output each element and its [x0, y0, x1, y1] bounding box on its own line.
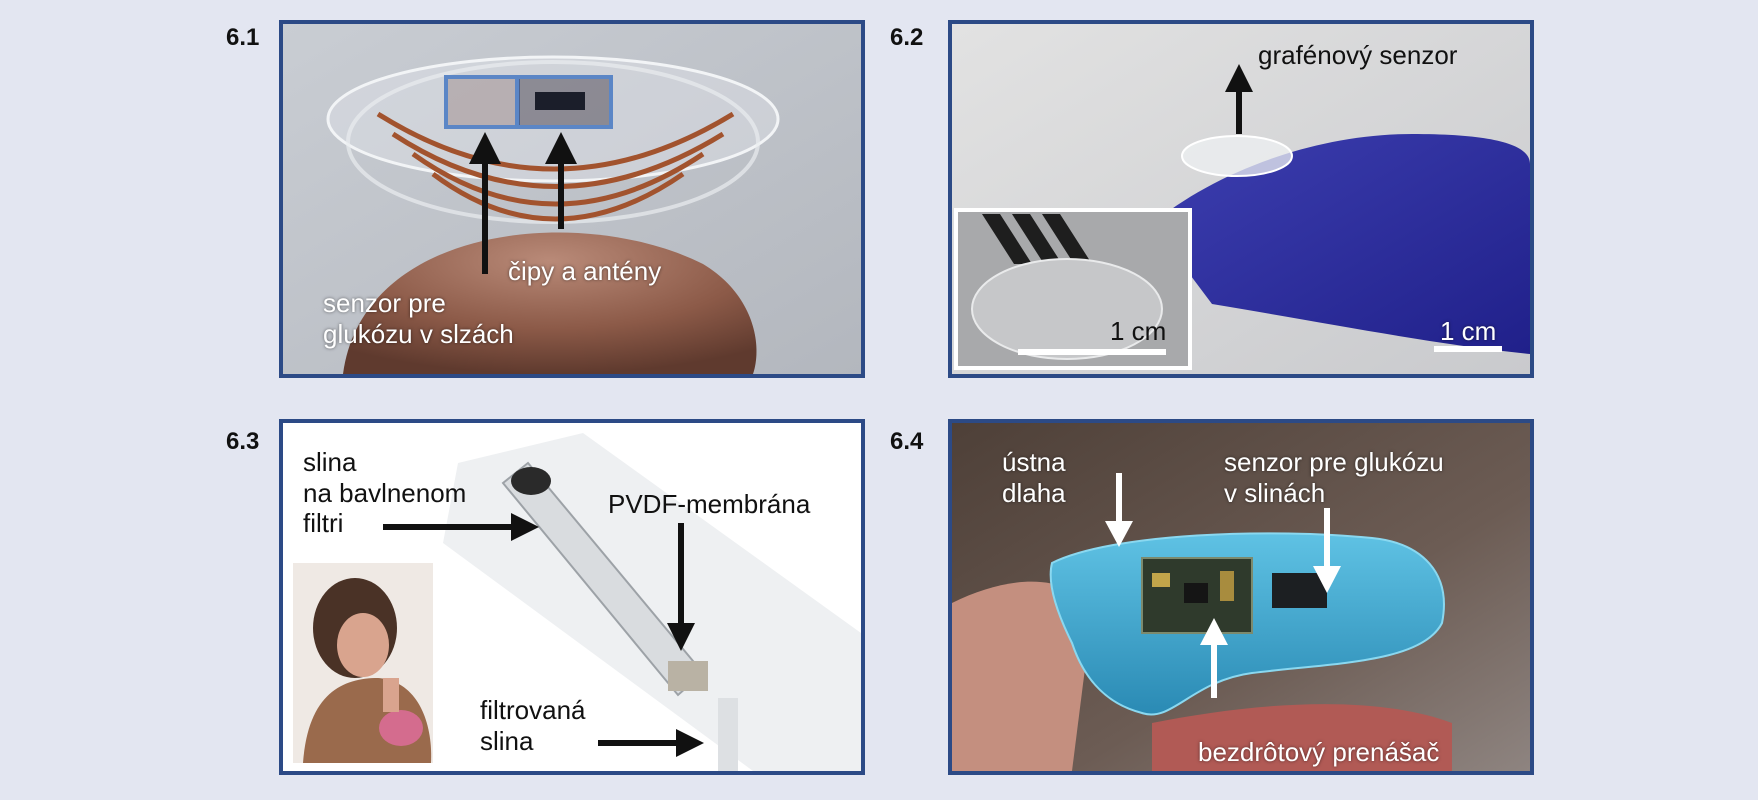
- figure-panel-contact-lens: čipy a antény senzor pre glukózu v slzác…: [279, 20, 865, 378]
- arrow-icon: [1200, 618, 1228, 698]
- arrow-icon: [469, 132, 501, 274]
- sensor-highlight-box: [444, 75, 520, 129]
- arrow-icon: [1313, 508, 1341, 593]
- label-chips-antennas: čipy a antény: [508, 256, 662, 286]
- label-tear-glucose-sensor: senzor pre glukózu v slzách: [323, 288, 514, 349]
- figure-panel-saliva-syringe: slina na bavlnenom filtri PVDF-membrána …: [279, 419, 865, 775]
- label-filtered-saliva: filtrovaná slina: [480, 695, 586, 756]
- arrow-icon: [667, 523, 695, 651]
- label-saliva-cotton-filter: slina na bavlnenom filtri: [303, 447, 467, 539]
- panel-number-6-4: 6.4: [890, 428, 924, 455]
- figure-panel-graphene-sensor: grafénový senzor 1 cm 1 cm: [948, 20, 1534, 378]
- contact-lens-photo: [283, 24, 861, 374]
- arrow-icon: [383, 513, 539, 541]
- figure-panel-mouthguard: ústna dlaha senzor pre glukózu v slinách…: [948, 419, 1534, 775]
- saliva-syringe-photo: [283, 423, 861, 771]
- label-saliva-glucose-sensor: senzor pre glukózu v slinách: [1224, 447, 1444, 508]
- label-mouthguard: ústna dlaha: [1002, 447, 1066, 508]
- arrow-icon: [1225, 64, 1253, 134]
- inset-image: [954, 208, 1192, 370]
- arrow-icon: [1105, 473, 1133, 547]
- arrow-icon: [545, 132, 577, 229]
- label-graphene-sensor: grafénový senzor: [1258, 40, 1458, 70]
- panel-number-6-1: 6.1: [226, 24, 260, 51]
- label-pvdf-membrane: PVDF-membrána: [608, 489, 811, 519]
- graphene-sensor-photo: [952, 24, 1530, 374]
- arrow-icon: [598, 729, 704, 757]
- label-wireless-transmitter: bezdrôtový prenášač: [1198, 737, 1440, 767]
- panel-number-6-2: 6.2: [890, 24, 924, 51]
- woman-photo: [293, 563, 433, 763]
- inset-scale-bar: [1018, 349, 1166, 355]
- label-main-scale: 1 cm: [1440, 316, 1497, 346]
- mouthguard-photo: [952, 423, 1530, 771]
- panel-number-6-3: 6.3: [226, 428, 260, 455]
- main-scale-bar: [1434, 346, 1502, 352]
- label-inset-scale: 1 cm: [1110, 316, 1167, 346]
